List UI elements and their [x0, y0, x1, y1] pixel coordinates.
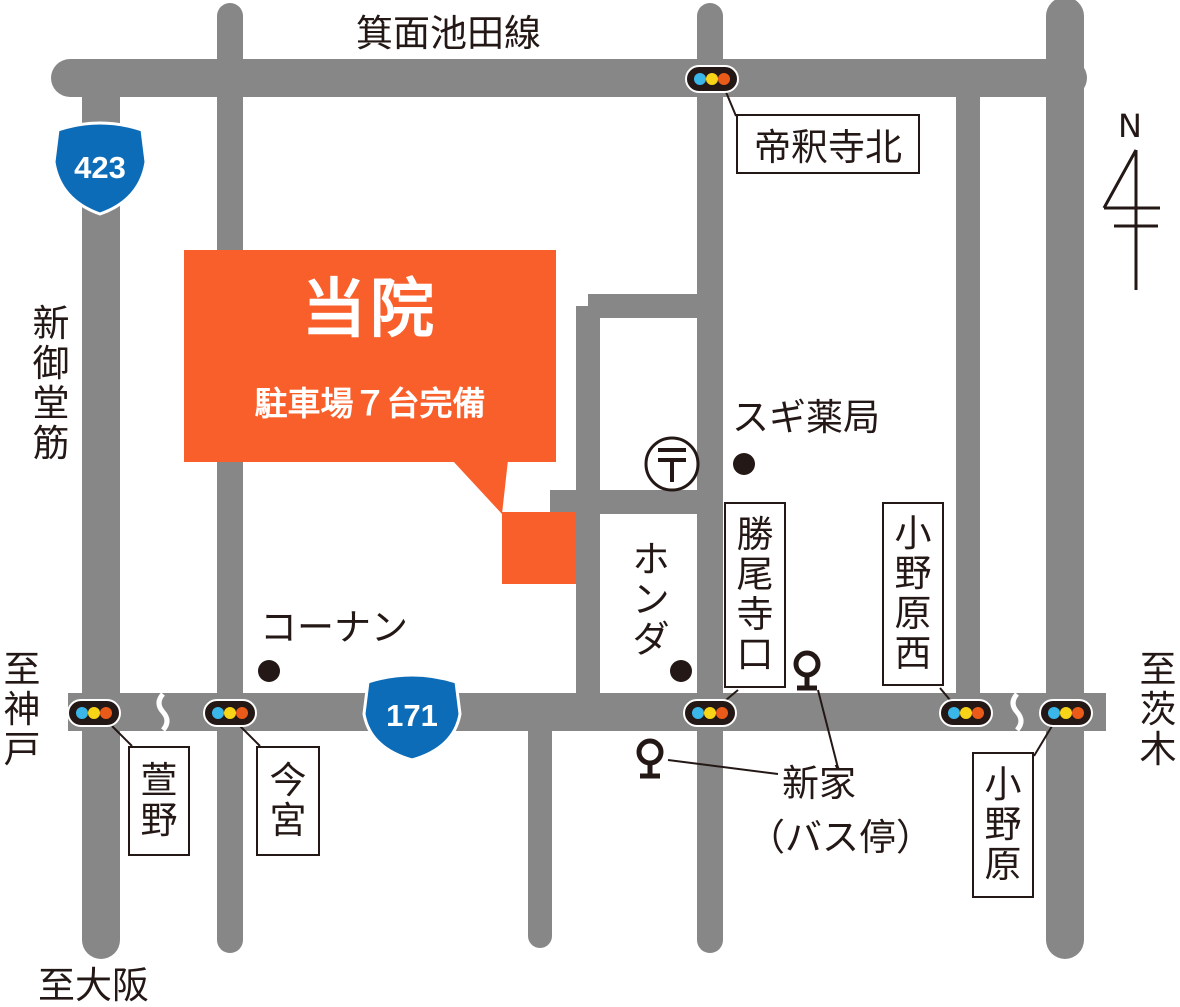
svg-text:423: 423 [74, 150, 126, 185]
konan-dot [258, 660, 280, 682]
intersection-kayano-label: 萱野 [140, 759, 178, 842]
signal-imamiya [203, 699, 257, 727]
intersection-onoharanishi: 小野原西 [882, 502, 944, 686]
intersection-imamiya: 今宮 [256, 746, 320, 856]
signal-kayano [67, 699, 121, 727]
clinic-parking-note: 駐車場７台完備 [254, 384, 486, 423]
route-breaks [156, 692, 1024, 732]
direction-kobe: 至神戸 [3, 648, 41, 771]
intersection-imamiya-label: 今宮 [269, 759, 307, 842]
route-423-shield: 423 [52, 121, 148, 216]
bus-stop-note: （バス停） [748, 816, 933, 859]
signal-onohara [1039, 699, 1093, 727]
signal-katsuoji [683, 699, 737, 727]
leader-lines [111, 91, 1053, 775]
intersection-katsuoji: 勝尾寺口 [724, 502, 786, 688]
clinic-location-marker [502, 512, 576, 584]
landmark-konan: コーナン [260, 606, 408, 649]
landmark-honda: ホンダ [632, 538, 670, 661]
clinic-title: 当院 [302, 273, 438, 347]
traffic-signals [67, 65, 1093, 727]
intersection-onohara-label: 小野原 [984, 763, 1022, 886]
intersection-katsuoji-label: 勝尾寺口 [736, 513, 774, 676]
clinic-callout [184, 250, 576, 584]
intersection-kayano: 萱野 [128, 746, 190, 856]
honda-dot [670, 660, 692, 682]
north-label: N [1118, 107, 1142, 145]
road-label-minoh-ikeda: 箕面池田線 [356, 12, 541, 55]
signal-onoharanishi [939, 699, 993, 727]
bus-stop-name: 新家 [782, 762, 856, 805]
direction-osaka: 至大阪 [38, 964, 149, 1007]
bus-stop-icon-north [793, 650, 821, 691]
post-office-icon [644, 436, 700, 492]
landmark-sugi: スギ薬局 [732, 396, 880, 439]
direction-ibaraki: 至茨木 [1139, 648, 1177, 771]
svg-text:171: 171 [386, 698, 438, 733]
road-label-shin-midosuji: 新御堂筋 [32, 302, 70, 465]
signal-taishakujikita [685, 65, 739, 93]
intersection-taishakujikita-label: 帝釈寺北 [754, 126, 902, 169]
bus-stop-icon-south [636, 738, 664, 779]
north-arrow [1102, 149, 1160, 290]
landmark-dots [258, 453, 755, 682]
route-171-shield: 171 [362, 673, 462, 762]
intersection-taishakujikita: 帝釈寺北 [736, 114, 920, 174]
sugi-dot [733, 453, 755, 475]
intersection-onoharanishi-label: 小野原西 [894, 512, 932, 675]
roads [51, 0, 1106, 959]
intersection-onohara: 小野原 [972, 752, 1034, 898]
